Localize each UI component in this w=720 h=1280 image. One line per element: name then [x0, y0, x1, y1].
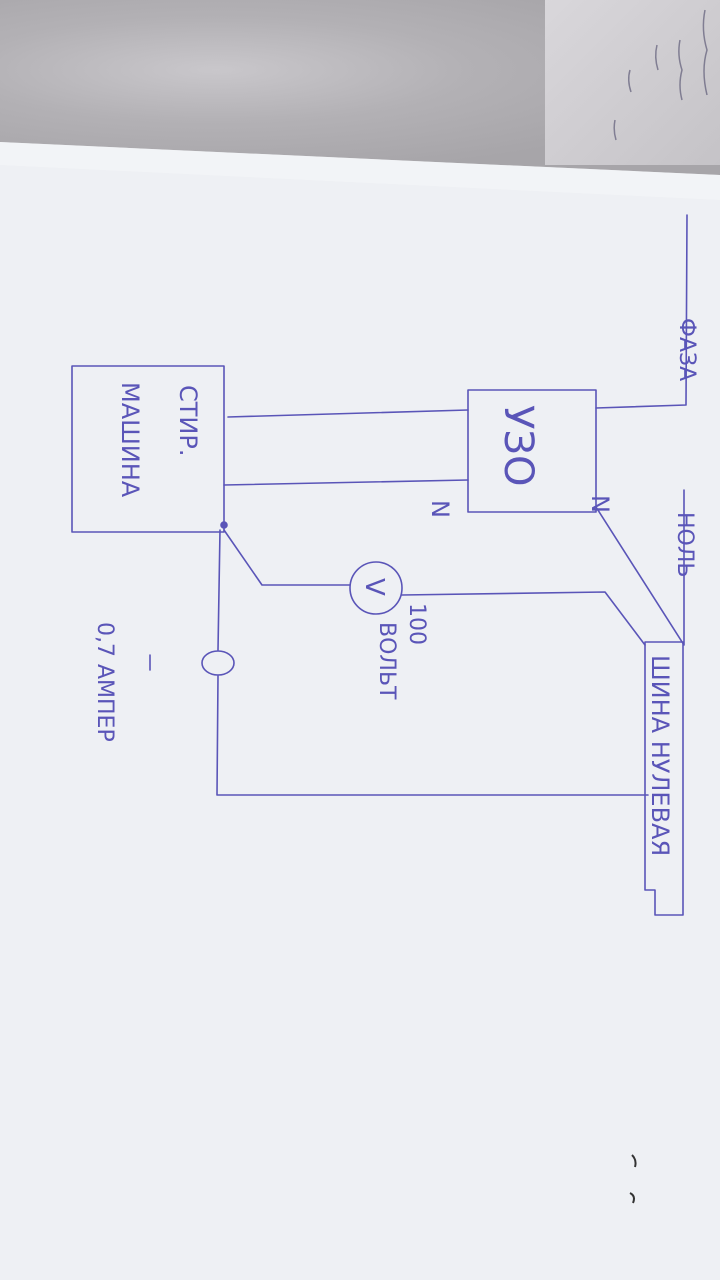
corner-scribbles	[629, 1154, 637, 1204]
notebook-corner	[545, 0, 720, 165]
washing-machine-box	[71, 365, 225, 533]
voltmeter-circle	[349, 561, 403, 615]
voltmeter-symbol: V	[359, 578, 389, 596]
rcd-output-phase	[227, 409, 469, 418]
rcd-n-top-label: N	[586, 495, 614, 513]
bus-label: ШИНА НУЛЕВАЯ	[646, 655, 674, 856]
ground-wire	[217, 529, 221, 651]
voltmeter-wire-left	[223, 529, 351, 586]
current-label: 0,7 АМПЕР	[92, 622, 117, 742]
paper-sheet	[0, 142, 720, 1280]
rcd-output-neutral	[223, 479, 469, 486]
ground-wire-lower	[216, 675, 649, 796]
rcd-n-bottom-label: N	[426, 500, 454, 518]
voltmeter-wire-right	[401, 591, 646, 646]
junction-dot	[220, 521, 228, 529]
voltage-unit: ВОЛЬТ	[374, 622, 399, 700]
neutral-wire	[595, 489, 685, 646]
rcd-label: УЗО	[495, 405, 541, 487]
ammeter-circle	[201, 650, 235, 676]
voltage-value: 100	[404, 603, 429, 645]
neutral-bus-bar	[644, 641, 684, 916]
neutral-label: НОЛЬ	[672, 512, 697, 578]
washer-label-line2: МАШИНА	[116, 382, 144, 498]
paper-highlight	[0, 142, 720, 200]
notebook-scribbles	[613, 9, 708, 141]
phase-label: ФАЗА	[674, 318, 699, 381]
washer-label-line1: СТИР.	[174, 385, 202, 456]
phase-wire	[595, 214, 688, 409]
rcd-box	[467, 389, 597, 513]
